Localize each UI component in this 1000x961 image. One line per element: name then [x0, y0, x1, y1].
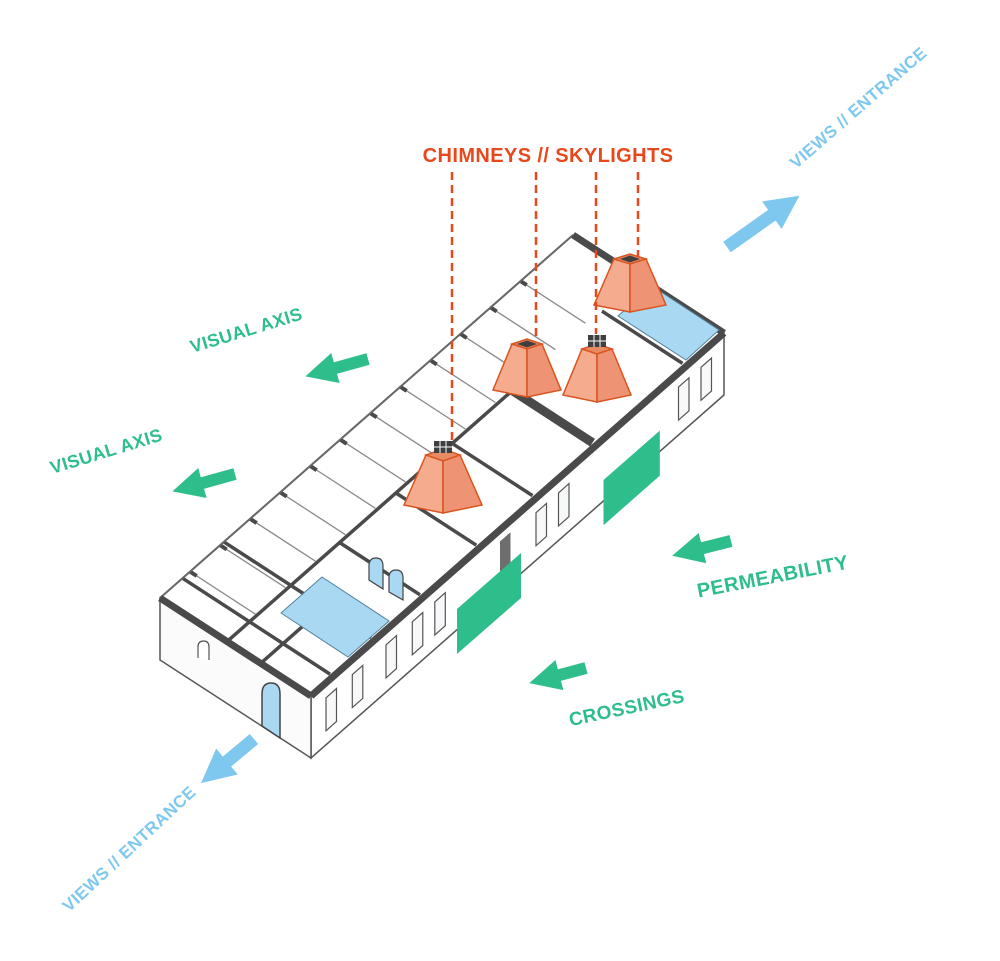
chimney-4-opening	[620, 255, 640, 263]
label-crossings: CROSSINGS	[567, 686, 686, 731]
crossings-door	[457, 553, 521, 654]
label-views-entrance-bottom: VIEWS // ENTRANCE	[59, 782, 200, 915]
label-visual-axis-lower: VISUAL AXIS	[48, 425, 165, 478]
chimney-4	[592, 253, 668, 313]
chimney-1	[402, 441, 484, 514]
pool-left	[280, 576, 390, 658]
chimneys	[402, 253, 668, 514]
label-visual-axis-upper: VISUAL AXIS	[188, 304, 305, 357]
roof-rafters	[193, 282, 586, 615]
facade-windows	[325, 356, 713, 733]
arched-niche	[197, 640, 210, 660]
arrow-crossings	[529, 659, 588, 691]
rear-wall-edge	[159, 234, 574, 599]
label-permeability: PERMEABILITY	[695, 552, 850, 603]
thick-central-wall	[509, 386, 595, 447]
label-views-entrance-top: VIEWS // ENTRANCE	[786, 43, 930, 172]
chimney-leader-lines	[450, 172, 640, 441]
front-wall	[308, 330, 727, 699]
interior-arch-1	[368, 557, 384, 591]
arrow-views-bottom-left	[201, 734, 259, 784]
permeability-door	[603, 430, 660, 526]
arrow-visual-axis-upper	[305, 353, 370, 384]
arrow-permeability	[672, 532, 733, 564]
interior-arch-2	[388, 569, 404, 602]
arrow-visual-axis-lower	[172, 468, 237, 499]
chimney-3	[561, 335, 633, 403]
label-chimneys-skylights: CHIMNEYS // SKYLIGHTS	[423, 145, 674, 167]
left-end-wall	[158, 595, 313, 699]
chimney-2-opening	[517, 340, 537, 348]
gallery-posts	[188, 279, 528, 578]
chimney-1-grille-lines	[434, 441, 452, 453]
chimney-4-right-face	[629, 258, 668, 313]
arched-entrance-door	[261, 682, 281, 740]
chimney-2	[491, 338, 563, 398]
arrow-views-top-right	[723, 195, 800, 253]
chimney-3-grille-lines	[588, 335, 606, 347]
